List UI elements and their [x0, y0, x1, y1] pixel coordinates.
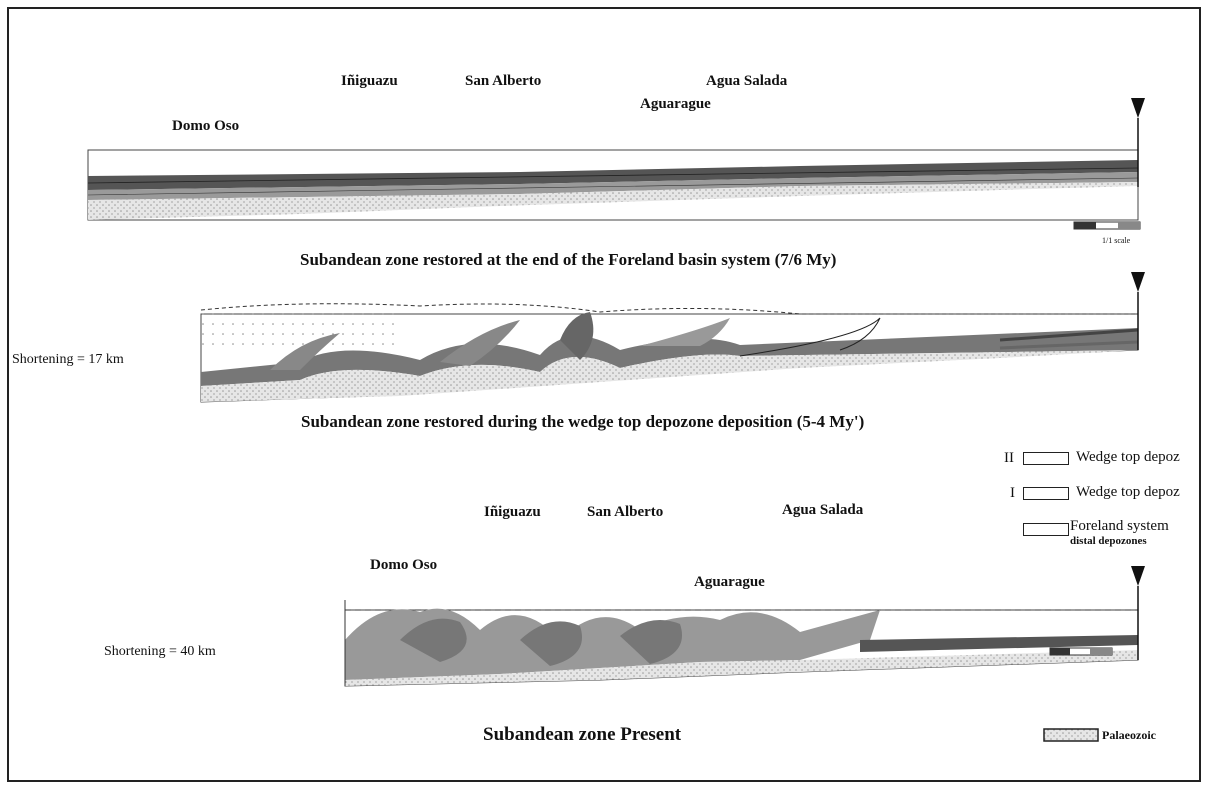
legend-box-ii	[1023, 452, 1069, 465]
bottom-label-domo-oso: Domo Oso	[370, 557, 437, 574]
legend-palaeozoic: Palaeozoic	[1102, 728, 1156, 743]
legend-roman-i: I	[1010, 485, 1015, 502]
bottom-label-agua-salada: Agua Salada	[782, 502, 863, 519]
legend-box-i	[1023, 487, 1069, 500]
palaeozoic-swatch	[1044, 729, 1098, 741]
middle-caption: Subandean zone restored during the wedge…	[301, 412, 864, 432]
scale-bar-icon	[1074, 222, 1140, 229]
bottom-shortening: Shortening = 40 km	[104, 644, 216, 660]
middle-cross-section	[201, 292, 1138, 402]
top-cross-section	[88, 150, 1138, 220]
legend-label-i: Wedge top depoz	[1076, 484, 1180, 501]
bottom-label-aguarague: Aguarague	[694, 574, 765, 591]
legend-roman-ii: II	[1004, 450, 1014, 467]
bottom-caption: Subandean zone Present	[483, 724, 681, 746]
bottom-label-san-alberto: San Alberto	[587, 504, 663, 521]
scale-bar-bottom-icon	[1050, 648, 1112, 655]
well-marker-middle-icon	[1131, 272, 1145, 292]
well-marker-icon	[1131, 98, 1145, 118]
bottom-label-inguazu: Iñiguazu	[484, 504, 541, 521]
legend-sublabel-foreland: distal depozones	[1070, 535, 1147, 547]
legend-label-ii: Wedge top depoz	[1076, 449, 1180, 466]
middle-shortening: Shortening = 17 km	[12, 352, 124, 368]
bottom-cross-section	[345, 586, 1138, 686]
legend-box-foreland	[1023, 523, 1069, 536]
legend-label-foreland: Foreland system	[1070, 518, 1169, 535]
well-marker-bottom-icon	[1131, 566, 1145, 586]
scale-label: 1/1 scale	[1102, 236, 1130, 245]
top-caption: Subandean zone restored at the end of th…	[300, 250, 836, 270]
